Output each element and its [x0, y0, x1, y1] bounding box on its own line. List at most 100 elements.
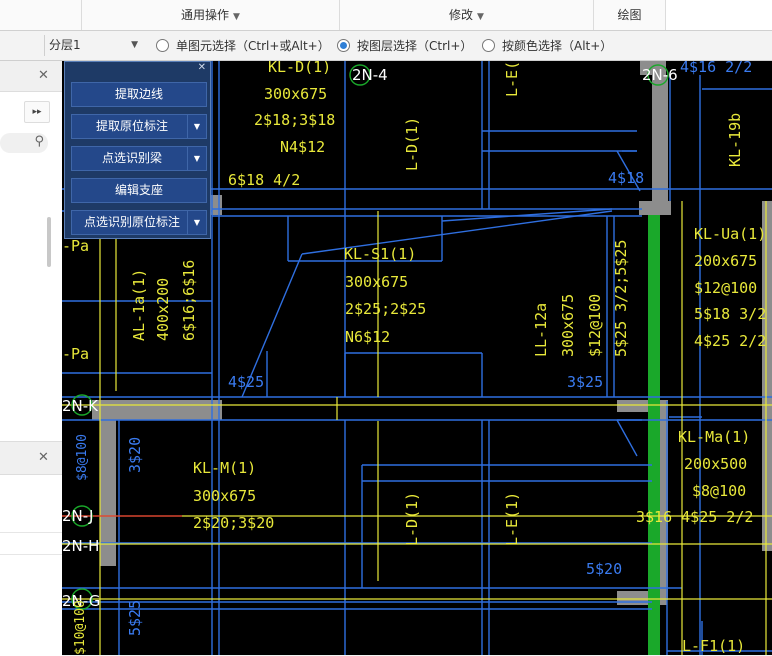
- chevron-down-icon[interactable]: ▼: [187, 115, 206, 138]
- ribbon-group-blank: [0, 0, 82, 30]
- axis-bubbles: [71, 64, 669, 610]
- list-item[interactable]: [0, 533, 62, 555]
- edit-support-button[interactable]: 编辑支座: [71, 178, 207, 203]
- floor-dropdown[interactable]: 分层1 ▼: [44, 35, 144, 56]
- rebar-label: 4$25: [228, 373, 264, 391]
- cad-drawing: 2N-4 2N-6 2N-K 2N-J 2N-H 2N-G KL-D(1) 30…: [62, 61, 772, 655]
- axis-label-2n4: 2N-4: [352, 66, 388, 84]
- beam-label: 5$18 3/2: [694, 305, 766, 323]
- beam-label: L-F1(1): [682, 637, 745, 655]
- beam-label: N4$12: [280, 138, 325, 156]
- axis-lines: [62, 201, 772, 655]
- close-icon[interactable]: ✕: [197, 62, 206, 73]
- beam-label: KL-S1(1): [344, 245, 416, 263]
- rebar-label: $8@100: [75, 434, 90, 481]
- beam-label: 2$18;3$18: [254, 111, 335, 129]
- beam-label: $10@100: [73, 600, 88, 655]
- chevron-down-icon: ▼: [477, 12, 484, 22]
- ribbon-group-draw[interactable]: 绘图: [594, 0, 666, 30]
- chevron-down-icon[interactable]: ▼: [187, 211, 206, 234]
- rebar-label: 5$20: [586, 560, 622, 578]
- beam-label: 6$16;6$16: [180, 260, 198, 341]
- beam-label: KL-D(1): [268, 61, 331, 76]
- rebar-label: 4$18: [608, 169, 644, 187]
- beam-label: $8@100: [692, 482, 746, 500]
- edit-support-label: 编辑支座: [114, 183, 163, 197]
- beam-label: L-D(1): [403, 492, 421, 546]
- floor-dropdown-value: 分层1: [49, 38, 81, 52]
- beam-label: 2$20;3$20: [193, 514, 274, 532]
- extract-annotation-button[interactable]: 提取原位标注 ▼: [71, 114, 207, 139]
- ribbon-group-modify-label: 修改: [449, 8, 474, 22]
- pick-identify-annotation-button[interactable]: 点选识别原位标注 ▼: [71, 210, 207, 235]
- rebar-label: 3$20: [126, 437, 144, 473]
- selection-toolbar: 分层1 ▼ 单图元选择（Ctrl+或Alt+） 按图层选择（Ctrl+） 按颜色…: [0, 31, 772, 61]
- ribbon-group-draw-label: 绘图: [617, 8, 642, 22]
- extract-edge-button[interactable]: 提取边线: [71, 82, 207, 107]
- rebar-label: 5$25: [126, 600, 144, 636]
- ribbon-group-modify[interactable]: 修改▼: [340, 0, 594, 30]
- radio-single-element-label: 单图元选择（Ctrl+或Alt+）: [176, 39, 330, 53]
- left-panel-bottom: ✕: [0, 441, 62, 656]
- ribbon-empty-area: [666, 0, 772, 30]
- wall-segment: [652, 75, 668, 205]
- left-panel-top: ✕ ▸▸ ⚲: [0, 61, 62, 441]
- ribbon-group-general[interactable]: 通用操作▼: [82, 0, 340, 30]
- axis-label-2nj: 2N-J: [62, 507, 93, 525]
- chevron-down-icon[interactable]: ▼: [187, 147, 206, 170]
- ribbon-group-general-label: 通用操作: [181, 8, 230, 22]
- beam-label: -Pa: [62, 237, 89, 255]
- wall-segment: [92, 400, 222, 420]
- rebar-label: 3$25: [567, 373, 603, 391]
- column-strip: [648, 215, 660, 655]
- beam-label: 400x200: [154, 278, 172, 341]
- axis-label-2ng: 2N-G: [62, 592, 100, 610]
- pick-identify-beam-button[interactable]: 点选识别梁 ▼: [71, 146, 207, 171]
- pick-identify-annotation-label: 点选识别原位标注: [83, 215, 180, 229]
- radio-circle-icon: [482, 39, 495, 52]
- beam-label: 4$25 2/2: [694, 332, 766, 350]
- radio-circle-icon: [156, 39, 169, 52]
- beam-label: -Pa: [62, 345, 89, 363]
- expand-panel-button[interactable]: ▸▸: [24, 101, 50, 123]
- beam-label: 300x675: [345, 273, 408, 291]
- search-input[interactable]: ⚲: [0, 133, 48, 153]
- pick-identify-beam-label: 点选识别梁: [101, 151, 162, 165]
- close-icon[interactable]: ✕: [38, 68, 49, 83]
- radio-selected-icon: [337, 39, 350, 52]
- radio-by-color[interactable]: 按颜色选择（Alt+）: [482, 38, 612, 54]
- beam-label: 300x675: [193, 487, 256, 505]
- beam-label: N6$12: [345, 328, 390, 346]
- left-panel-bottom-header: ✕: [0, 442, 62, 475]
- axis-label-2n6: 2N-6: [642, 66, 678, 84]
- chevron-down-icon: ▼: [131, 40, 138, 50]
- left-panel-top-header: ✕: [0, 61, 62, 92]
- radio-by-layer[interactable]: 按图层选择（Ctrl+）: [337, 38, 472, 54]
- beam-label: LL-12a: [532, 303, 550, 357]
- beam-label: KL-M(1): [193, 459, 256, 477]
- close-icon[interactable]: ✕: [38, 450, 49, 465]
- beam-label: 200x675: [694, 252, 757, 270]
- extract-edge-label: 提取边线: [114, 87, 163, 101]
- beam-label: 4$16 2/2: [680, 61, 752, 76]
- beam-label: L-E(1): [503, 61, 521, 97]
- radio-single-element[interactable]: 单图元选择（Ctrl+或Alt+）: [156, 38, 330, 54]
- beam-label: L-E(1): [503, 492, 521, 546]
- beam-label: 300x675: [264, 85, 327, 103]
- beam-label: $12@100: [586, 294, 604, 357]
- beam-label: 2$25;2$25: [345, 300, 426, 318]
- beam-label: 200x500: [684, 455, 747, 473]
- beam-label: L-D(1): [403, 117, 421, 171]
- list-item[interactable]: [0, 511, 62, 533]
- axis-label-2nk: 2N-K: [62, 397, 99, 415]
- beam-label: KL-19b: [726, 113, 744, 167]
- ribbon-bar: 通用操作▼ 修改▼ 绘图: [0, 0, 772, 31]
- axis-label-2nh: 2N-H: [62, 537, 99, 555]
- beam-label: 5$25 3/2;5$25: [612, 240, 630, 357]
- radio-by-color-label: 按颜色选择（Alt+）: [502, 39, 613, 53]
- radio-by-layer-label: 按图层选择（Ctrl+）: [357, 39, 473, 53]
- beam-label: KL-Ma(1): [678, 428, 750, 446]
- wall-segment: [100, 420, 116, 566]
- scrollbar-thumb[interactable]: [47, 217, 51, 267]
- beam-label: 6$18 4/2: [228, 171, 300, 189]
